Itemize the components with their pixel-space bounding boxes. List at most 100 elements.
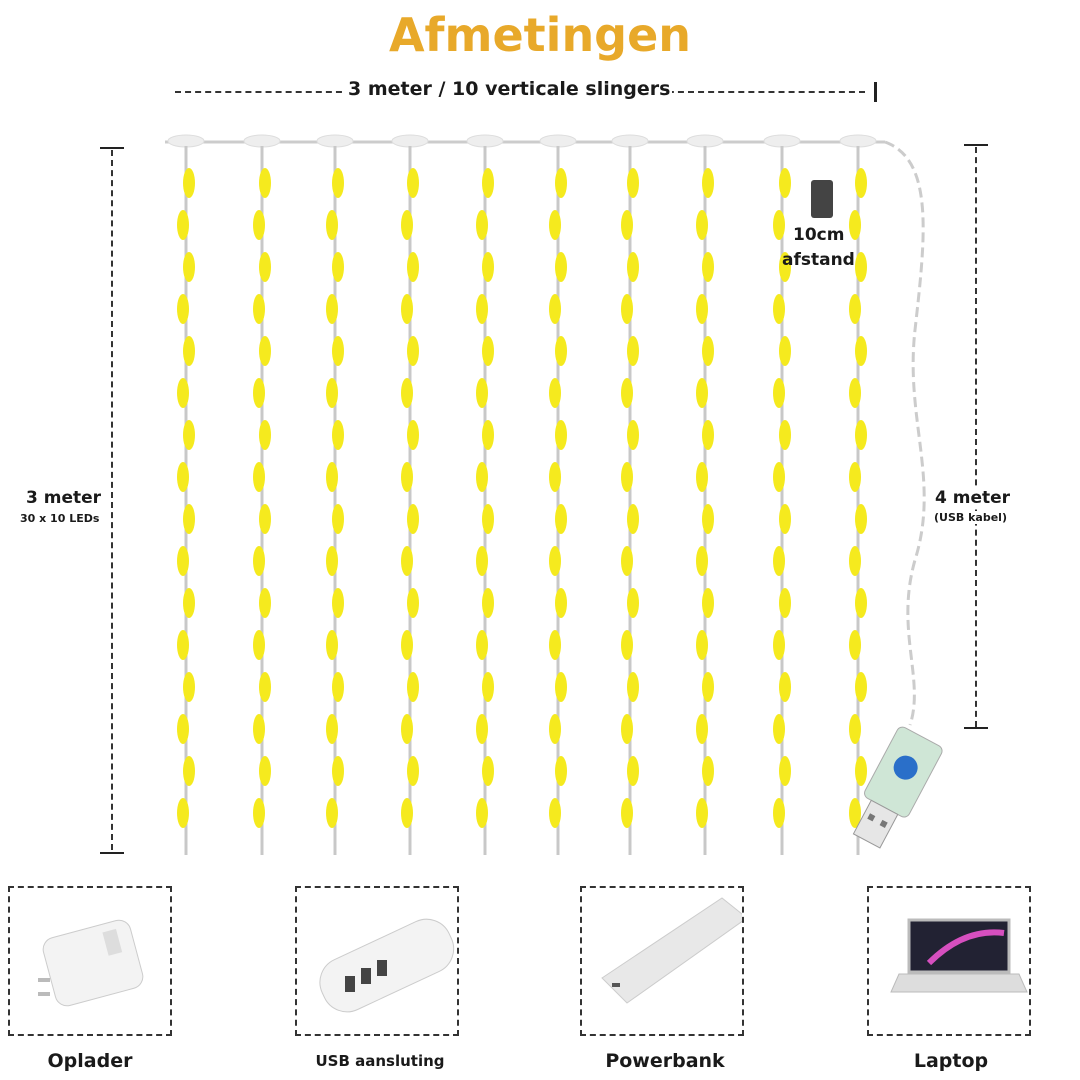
led-bulb — [482, 252, 494, 282]
led-bulb — [627, 336, 639, 366]
led-bulb — [326, 546, 338, 576]
led-bulb — [253, 378, 265, 408]
led-bulb — [779, 672, 791, 702]
led-bulb — [696, 546, 708, 576]
led-bulb — [702, 672, 714, 702]
option-label-powerbank: Powerbank — [605, 1050, 725, 1072]
height-label: 3 meter — [26, 488, 102, 508]
led-bulb — [183, 336, 195, 366]
led-bulb — [849, 462, 861, 492]
option-label-usb: USB aansluting — [315, 1052, 445, 1070]
led-bulb — [259, 252, 271, 282]
led-bulb — [849, 798, 861, 828]
led-bulb — [855, 504, 867, 534]
led-bulb — [702, 756, 714, 786]
led-bulb — [627, 420, 639, 450]
led-bulb — [855, 252, 867, 282]
led-bulb — [407, 756, 419, 786]
led-bulb — [702, 252, 714, 282]
cable-dim-top — [964, 144, 988, 146]
led-bulb — [177, 210, 189, 240]
led-bulb — [855, 336, 867, 366]
height-dim-top — [100, 147, 124, 149]
led-bulb — [476, 378, 488, 408]
led-bulb — [332, 504, 344, 534]
led-bulb — [259, 336, 271, 366]
led-bulb — [849, 378, 861, 408]
led-bulb — [555, 420, 567, 450]
led-bulb — [549, 378, 561, 408]
led-bulb — [779, 504, 791, 534]
led-bulb — [332, 420, 344, 450]
spacing-label-2: afstand — [782, 250, 855, 270]
led-bulb — [253, 294, 265, 324]
led-bulb — [621, 294, 633, 324]
led-bulb — [183, 504, 195, 534]
light-strand — [167, 134, 205, 855]
led-bulb — [407, 420, 419, 450]
led-bulb — [177, 714, 189, 744]
led-bulb — [326, 210, 338, 240]
option-box-usb-strip — [295, 886, 459, 1036]
width-dimension-end — [874, 82, 877, 102]
led-bulb — [326, 630, 338, 660]
led-bulb — [621, 798, 633, 828]
option-box-laptop — [867, 886, 1031, 1036]
led-bulb — [555, 756, 567, 786]
height-dim-bottom — [100, 852, 124, 854]
led-bulb — [476, 630, 488, 660]
led-bulb — [773, 798, 785, 828]
led-bulb — [482, 756, 494, 786]
led-bulb — [849, 294, 861, 324]
led-bulb — [621, 378, 633, 408]
led-bulb — [259, 504, 271, 534]
led-bulb — [326, 714, 338, 744]
led-bulb — [177, 798, 189, 828]
led-bulb — [621, 546, 633, 576]
led-bulb — [696, 294, 708, 324]
led-bulb — [696, 798, 708, 828]
led-bulb — [259, 672, 271, 702]
led-bulb — [696, 462, 708, 492]
led-bulb — [401, 630, 413, 660]
usb-cable — [884, 140, 926, 726]
light-strand — [391, 134, 429, 855]
led-bulb — [855, 672, 867, 702]
led-bulb — [482, 336, 494, 366]
led-bulb — [332, 672, 344, 702]
led-bulb — [549, 630, 561, 660]
led-bulb — [773, 546, 785, 576]
light-strand — [539, 134, 577, 855]
led-bulb — [627, 252, 639, 282]
option-label-laptop: Laptop — [913, 1050, 989, 1072]
led-bulb — [476, 210, 488, 240]
led-bulb — [401, 798, 413, 828]
led-bulb — [177, 546, 189, 576]
led-bulb — [702, 420, 714, 450]
page-title: Afmetingen — [388, 8, 692, 62]
led-bulb — [407, 504, 419, 534]
led-bulb — [407, 672, 419, 702]
led-bulb — [855, 588, 867, 618]
led-bulb — [855, 168, 867, 198]
led-bulb — [476, 294, 488, 324]
light-strand — [466, 134, 504, 855]
led-bulb — [177, 462, 189, 492]
led-bulb — [621, 630, 633, 660]
led-bulb — [407, 168, 419, 198]
led-bulb — [482, 672, 494, 702]
option-box-powerbank — [580, 886, 748, 1036]
led-bulb — [549, 714, 561, 744]
led-bulb — [476, 546, 488, 576]
led-bulb — [326, 378, 338, 408]
option-box-charger — [8, 886, 172, 1036]
led-bulb — [253, 546, 265, 576]
led-bulb — [696, 630, 708, 660]
led-bulb — [779, 420, 791, 450]
laptop-icon — [890, 918, 1028, 993]
led-bulb — [253, 462, 265, 492]
led-bulb — [183, 672, 195, 702]
led-bulb — [555, 252, 567, 282]
led-bulb — [401, 714, 413, 744]
led-bulb — [855, 420, 867, 450]
